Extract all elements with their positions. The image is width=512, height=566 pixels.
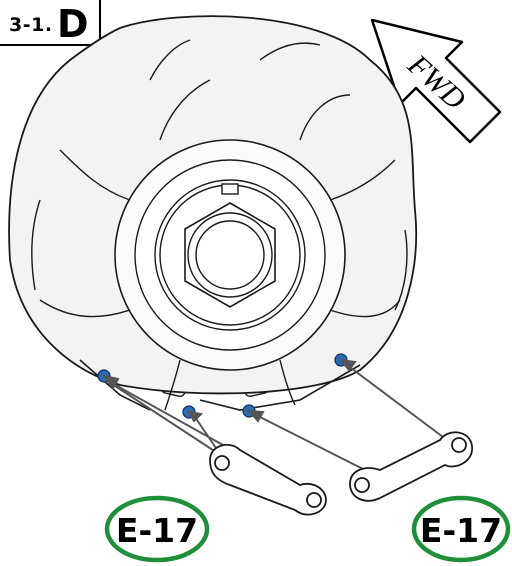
callout-label-left: E-17	[116, 511, 198, 550]
radial-engine-drawing	[8, 15, 418, 411]
callout-ring-left	[104, 495, 210, 563]
bracket-left	[209, 443, 327, 516]
step-letter: D	[57, 2, 89, 46]
callout-ring-right	[411, 495, 511, 563]
callout-label-right: E-17	[420, 511, 502, 550]
step-number: 3-1.	[9, 14, 53, 36]
bracket-right	[349, 431, 473, 502]
step-indicator: 3-1. D	[0, 0, 101, 46]
